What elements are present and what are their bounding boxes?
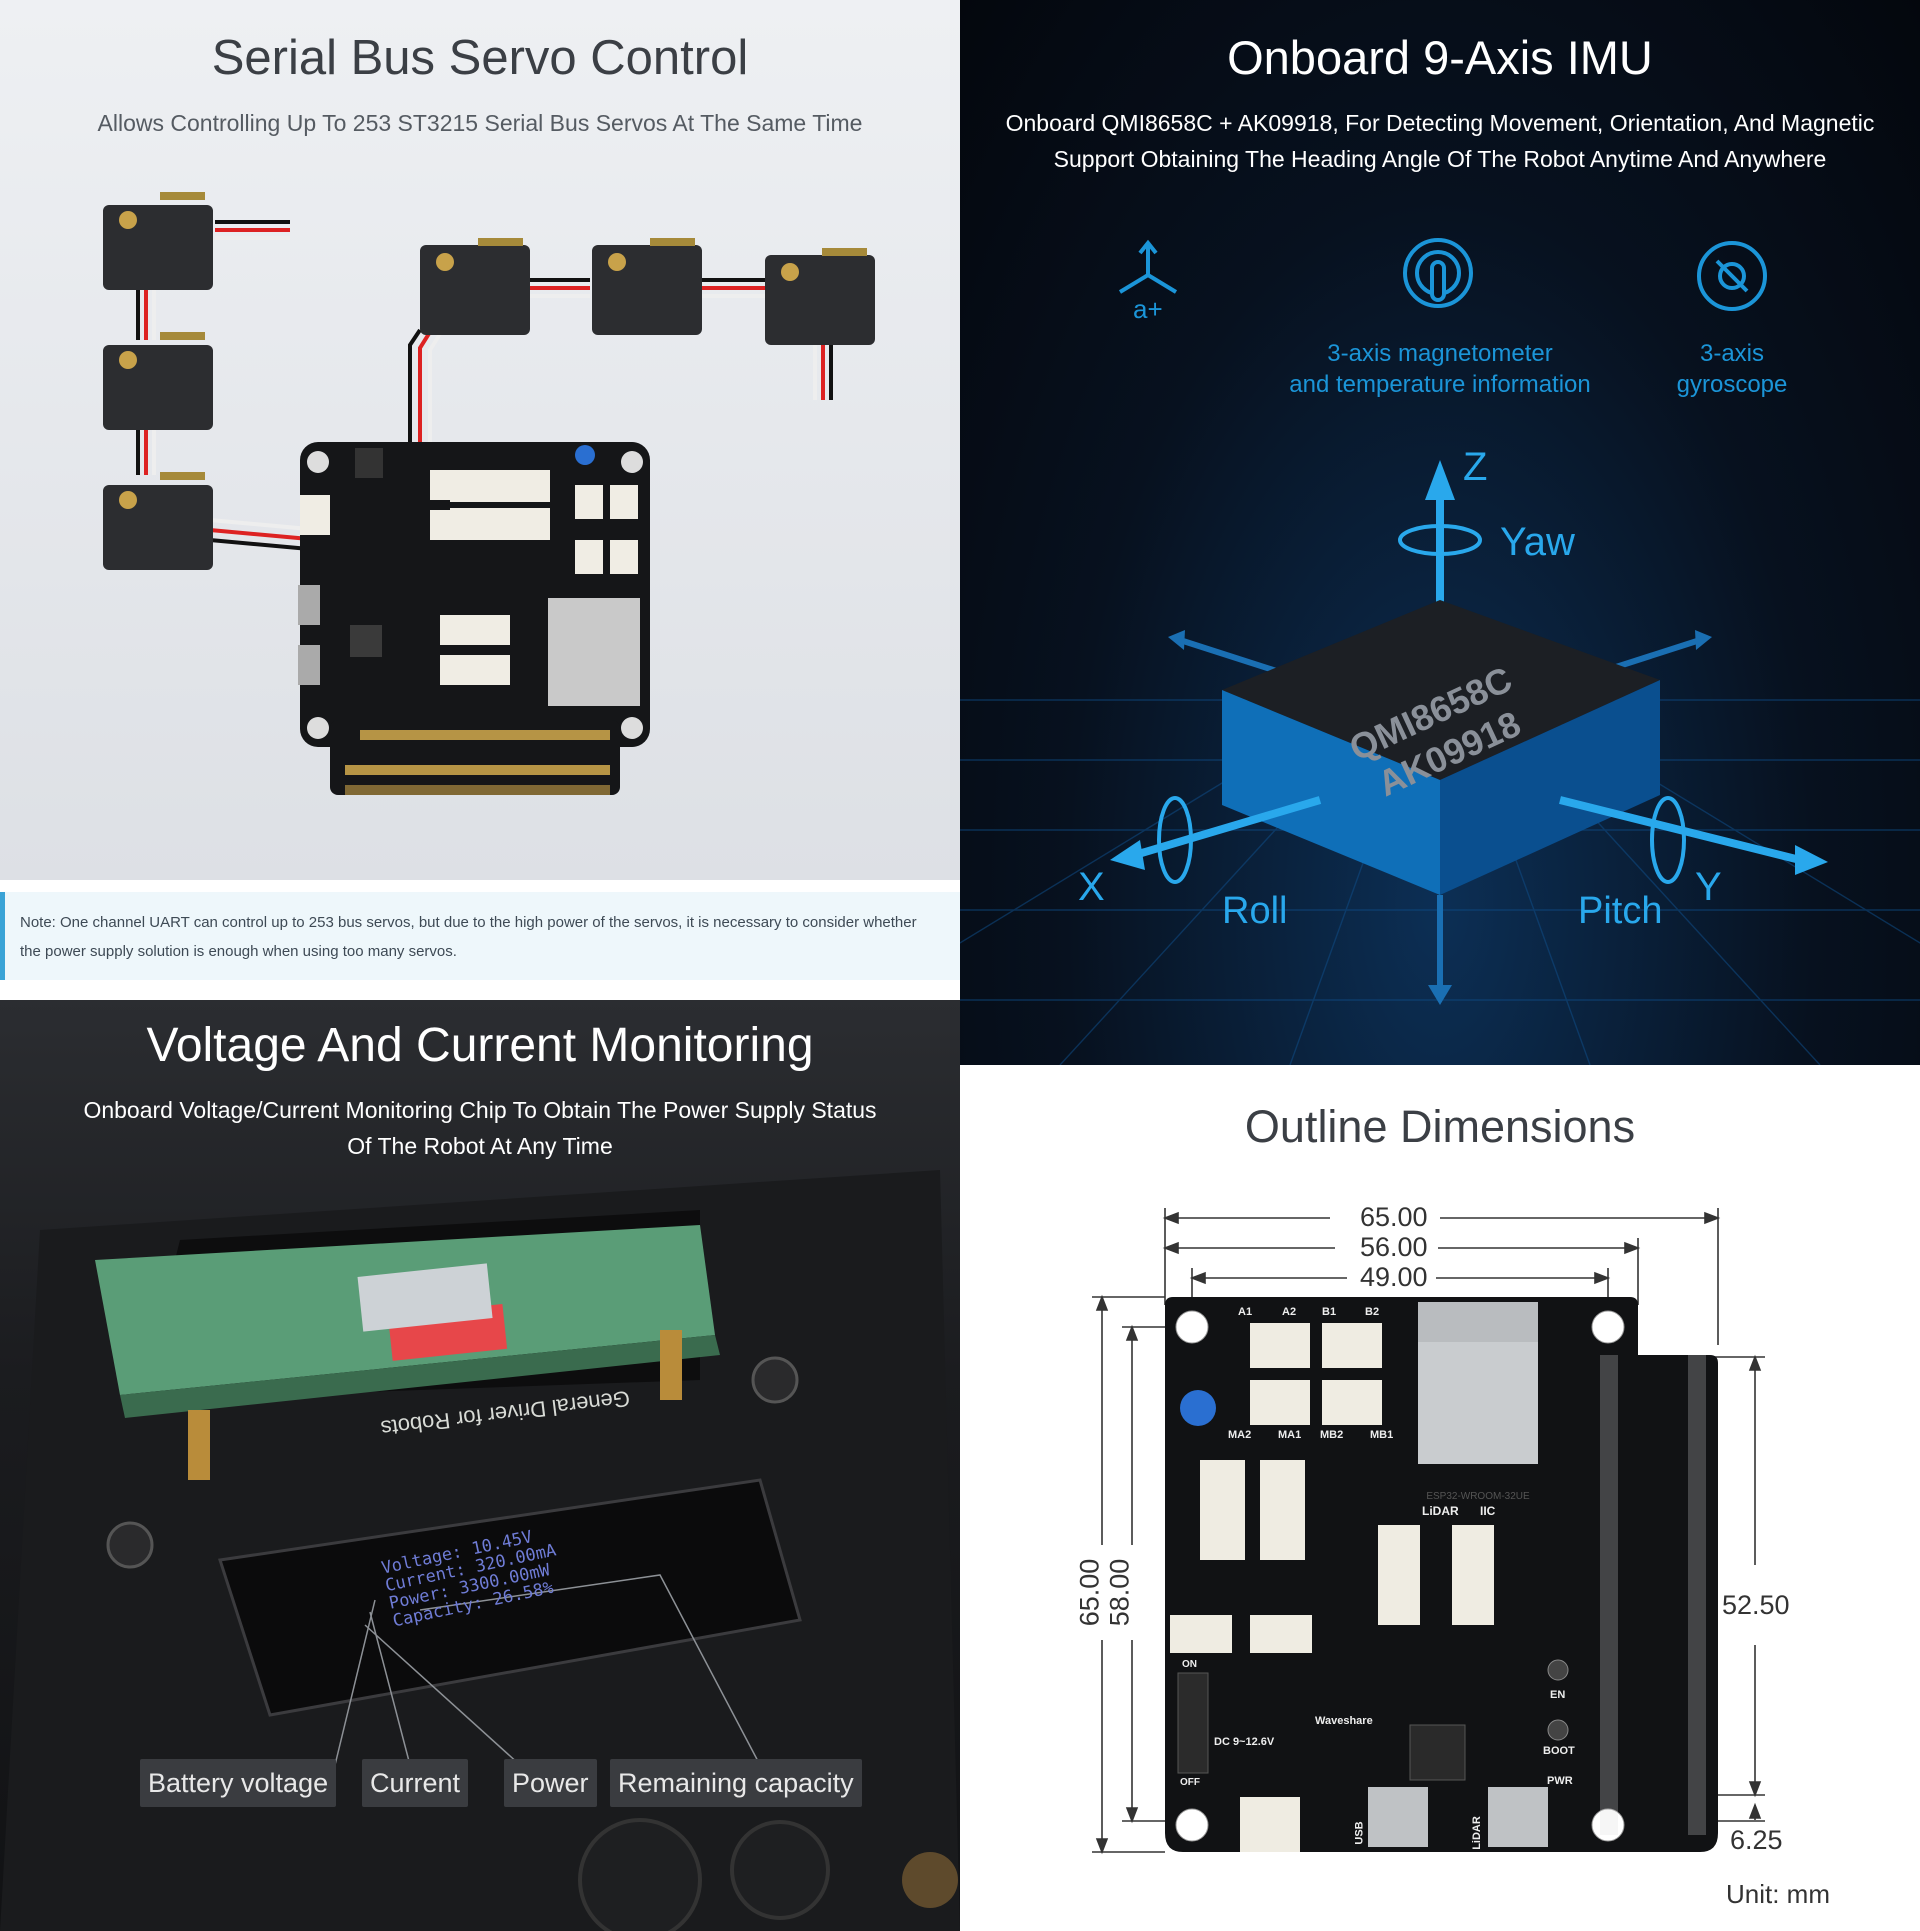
dim-width-56: 56.00	[1360, 1232, 1428, 1262]
dimension-drawing	[1092, 1208, 1765, 1855]
imu-grid-background	[960, 460, 1920, 1065]
axis-pitch-label: Pitch	[1578, 890, 1663, 932]
tag-battery-voltage: Battery voltage	[140, 1759, 337, 1807]
usb-port-label: USB	[1353, 1821, 1366, 1845]
dim-right-6-25: 6.25	[1730, 1825, 1783, 1855]
servo-title: Serial Bus Servo Control	[211, 31, 749, 85]
tag-power: Power	[504, 1759, 597, 1807]
voltage-subtitle-line2: Of The Robot At Any Time	[347, 1133, 613, 1159]
port-b2-label: B2	[1365, 1306, 1380, 1318]
servo-note-text: Note: One channel UART can control up to…	[20, 914, 917, 960]
en-button-label: EN	[1550, 1689, 1566, 1701]
lidar-label: LiDAR	[1422, 1504, 1459, 1518]
servo-section: Serial Bus Servo Control Allows Controll…	[0, 0, 960, 880]
tag-current: Current	[362, 1759, 469, 1807]
unit-label: Unit: mm	[1726, 1879, 1830, 1909]
switch-on-label: ON	[1182, 1659, 1197, 1670]
axis-roll-label: Roll	[1222, 890, 1288, 932]
boot-button-label: BOOT	[1543, 1745, 1575, 1757]
servo-subtitle: Allows Controlling Up To 253 ST3215 Seri…	[97, 110, 863, 136]
lidar-port-label: LiDAR	[1470, 1816, 1483, 1850]
voltage-section: Voltage: 10.45V Current: 320.00mA Power:…	[0, 1000, 960, 1931]
brand-label: Waveshare	[1315, 1715, 1373, 1727]
imu-subtitle-line1: Onboard QMI8658C + AK09918, For Detectin…	[1005, 110, 1875, 136]
acceleration-icon-text: a+	[1133, 294, 1163, 324]
dim-height-65: 65.00	[1074, 1558, 1105, 1627]
dim-right-52-50: 52.50	[1722, 1590, 1790, 1620]
port-b1-label: B1	[1322, 1306, 1337, 1318]
imu-feature-icons: a+	[1118, 238, 1767, 324]
servo-note: Note: One channel UART can control up to…	[0, 892, 960, 980]
port-mb2-label: MB2	[1320, 1429, 1344, 1441]
pwr-label: PWR	[1547, 1775, 1573, 1787]
gpio-header-pins	[1600, 1355, 1706, 1835]
dimensions-title: Outline Dimensions	[1244, 1101, 1636, 1152]
servo-illustration	[103, 192, 875, 795]
dimensions-section: Outline Dimensions	[960, 1065, 1920, 1931]
axis-yaw-label: Yaw	[1500, 520, 1575, 564]
module-label: ESP32-WROOM-32UE	[1426, 1491, 1530, 1502]
driver-board-top-view	[1165, 1297, 1718, 1852]
imu-section: Onboard 9-Axis IMU Onboard QMI8658C + AK…	[960, 0, 1920, 1065]
port-ma1-label: MA1	[1278, 1429, 1302, 1441]
voltage-subtitle-line1: Onboard Voltage/Current Monitoring Chip …	[83, 1097, 877, 1123]
imu-title: Onboard 9-Axis IMU	[1227, 31, 1653, 84]
voltage-illustration	[0, 1170, 960, 1931]
voltage-title: Voltage And Current Monitoring	[146, 1019, 814, 1072]
iic-label: IIC	[1480, 1504, 1496, 1518]
imu-chip-top	[1222, 600, 1660, 780]
dim-width-65: 65.00	[1360, 1202, 1428, 1232]
axis-z-label: Z	[1463, 445, 1488, 489]
imu-subtitle-line2: Support Obtaining The Heading Angle Of T…	[1053, 146, 1827, 172]
driver-board	[298, 442, 650, 795]
port-mb1-label: MB1	[1370, 1429, 1394, 1441]
gyroscope-icon	[1697, 241, 1767, 311]
axis-x-label: X	[1078, 865, 1105, 909]
dim-width-49: 49.00	[1360, 1262, 1428, 1292]
port-a2-label: A2	[1282, 1306, 1297, 1318]
port-ma2-label: MA2	[1228, 1429, 1252, 1441]
dim-height-58: 58.00	[1104, 1558, 1135, 1627]
port-a1-label: A1	[1238, 1306, 1253, 1318]
axis-y-label: Y	[1695, 865, 1722, 909]
switch-off-label: OFF	[1180, 1777, 1200, 1788]
magnetometer-icon	[1403, 238, 1473, 308]
tag-remaining-capacity: Remaining capacity	[610, 1759, 862, 1807]
power-input-label: DC 9~12.6V	[1214, 1736, 1275, 1748]
acceleration-icon	[1118, 239, 1178, 294]
